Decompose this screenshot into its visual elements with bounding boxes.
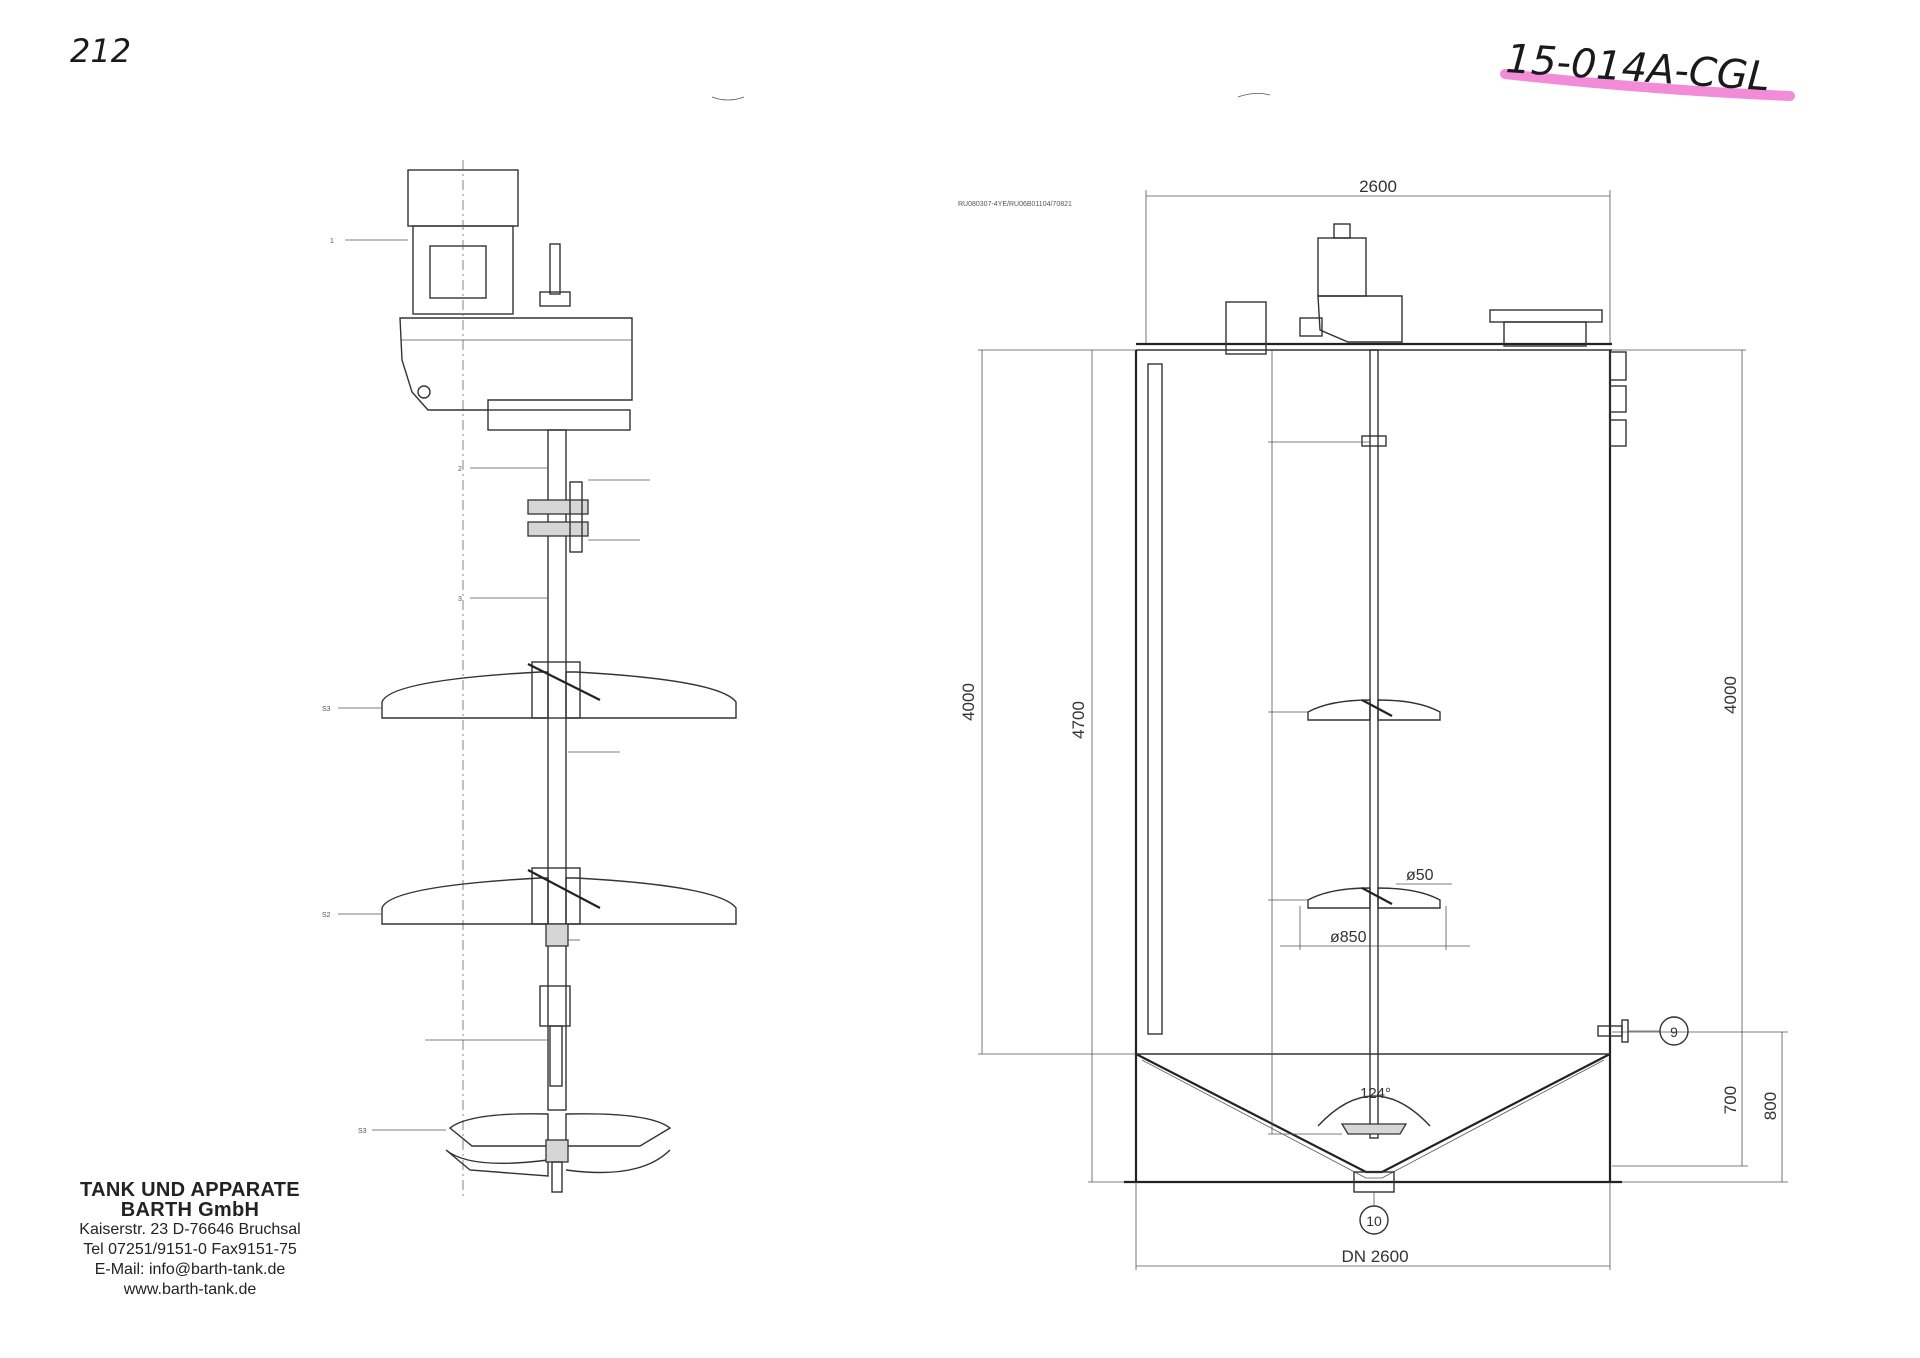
company-block: TANK UND APPARATE BARTH GmbH Kaiserstr. … — [40, 1180, 340, 1300]
motor-body — [407, 169, 519, 227]
company-phone: Tel 07251/9151-0 Fax9151-75 — [83, 1241, 297, 1258]
tank-impeller-bottom — [1317, 1095, 1431, 1127]
dim-height-right: 4000 — [1721, 676, 1740, 714]
dim-bottom-dn: DN 2600 — [1341, 1247, 1408, 1266]
tank-motor — [1317, 237, 1367, 297]
tank-shaft — [1369, 349, 1379, 1139]
impeller-bottom — [448, 1113, 549, 1147]
dim-impeller-dia: ø850 — [1330, 929, 1367, 946]
scan-mark — [711, 96, 745, 101]
level-sensor-box — [1225, 301, 1267, 355]
dim-cone-700: 700 — [1721, 1086, 1740, 1114]
impeller-top — [381, 671, 549, 719]
manhole — [1489, 309, 1603, 323]
company-name-1: TANK UND APPARATE — [80, 1179, 300, 1201]
tank-impeller-upper — [1307, 699, 1371, 721]
nozzle-9-label: 9 — [1670, 1024, 1678, 1040]
highlight-mark — [1500, 69, 1795, 101]
callout-2: 2 — [458, 466, 462, 473]
side-nozzles — [1609, 351, 1627, 447]
impeller-middle — [381, 877, 549, 925]
dim-angle: 124° — [1360, 1085, 1391, 1102]
dim-shaft-dia: ø50 — [1406, 867, 1434, 884]
gearbox-plug — [417, 385, 431, 399]
document-id: 15-014A-CGL — [1504, 36, 1771, 100]
company-address: Kaiserstr. 23 D-76646 Bruchsal — [79, 1221, 301, 1238]
callout-s3: S3 — [358, 1128, 367, 1135]
dim-height-left: 4000 — [959, 683, 978, 721]
lifting-bolt — [549, 243, 561, 295]
company-web: www.barth-tank.de — [123, 1281, 257, 1298]
dim-cone-800: 800 — [1761, 1092, 1780, 1120]
dim-width-top: 2600 — [1359, 177, 1397, 196]
dim-height-inner: 4700 — [1069, 701, 1088, 739]
scan-mark — [1237, 93, 1271, 98]
cone-bottom — [1135, 1053, 1611, 1174]
callout-3: 3 — [458, 596, 462, 603]
baffle — [1147, 363, 1163, 1035]
nozzle-9-circle — [1659, 1016, 1689, 1046]
mounting-flange — [487, 409, 631, 431]
callout-1: 1 — [330, 238, 334, 245]
tank-drawing: RU080307-4YE/RU06B01104/70821 2600 — [958, 177, 1788, 1270]
agitator-assembly: 1 2 3 S3 S2 S3 — [322, 160, 737, 1200]
callout-s2: S2 — [322, 912, 331, 919]
company-email: E-Mail: info@barth-tank.de — [94, 1261, 286, 1278]
gearbox — [399, 317, 633, 411]
shaft-coupling — [527, 499, 589, 515]
callout-s1: S3 — [322, 706, 331, 713]
drawing-reference: RU080307-4YE/RU06B01104/70821 — [958, 201, 1072, 208]
page-number: 212 — [70, 32, 131, 70]
company-name-2: BARTH GmbH — [120, 1199, 260, 1221]
agitator-shaft — [547, 429, 567, 1111]
tank-gearbox — [1317, 295, 1403, 343]
tank-impeller-lower — [1307, 887, 1371, 909]
terminal-box — [429, 245, 487, 299]
nozzle-10-label: 10 — [1366, 1213, 1382, 1229]
